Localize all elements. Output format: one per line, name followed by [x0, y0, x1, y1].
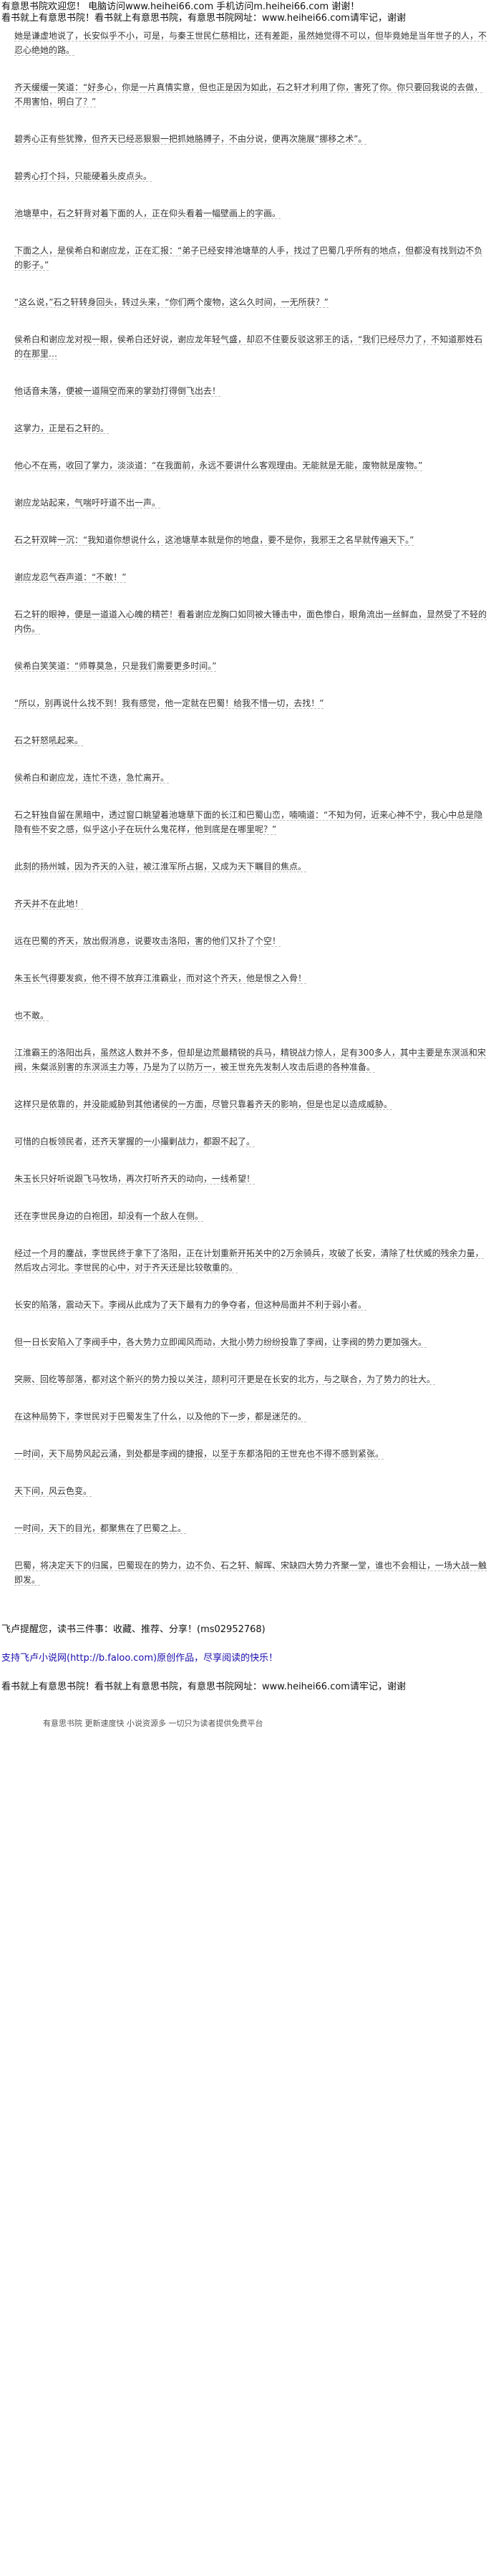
- paragraph-text: 碧秀心正有些犹豫，但齐天已经恶狠狠一把抓她胳膊子，不由分说，便再次施展“挪移之术…: [14, 134, 367, 145]
- paragraph-text: 巴蜀，将决定天下的归属，巴蜀现在的势力，边不负、石之轩、解晖、宋缺四大势力齐聚一…: [14, 1560, 487, 1586]
- paragraph: 他心不在焉，收回了掌力，淡淡道：“在我面前，永远不要讲什么客观理由。无能就是无能…: [14, 458, 487, 473]
- paragraph: 一时间，天下局势风起云涌，到处都是李阀的捷报，以至于东都洛阳的王世充也不得不感到…: [14, 1447, 487, 1461]
- header-banner: 看书就上有意思书院！看书就上有意思书院，有意思书院网址：www.heihei66…: [1, 13, 406, 24]
- paragraph-text: 石之轩独自留在黑暗中，透过窗口眺望着池塘草下面的长江和巴蜀山峦，喃喃道：“不知为…: [14, 810, 483, 835]
- paragraph-text: 远在巴蜀的齐天，放出假消息，说要攻击洛阳，害的他们又扑了个空！: [14, 936, 281, 947]
- paragraph: 突厥、回纥等部落，都对这个新兴的势力投以关注，颉利可汗更是在长安的北方，与之联合…: [14, 1372, 487, 1386]
- paragraph: 一时间，天下的目光，都聚焦在了巴蜀之上。: [14, 1521, 487, 1535]
- paragraph: 侯希白和谢应龙对视一眼，侯希白还好说，谢应龙年轻气盛，却忍不住要反驳这邪王的话，…: [14, 332, 487, 361]
- paragraph-text: 朱玉长只好听说跟飞马牧场，再次打听齐天的动向，一线希望！: [14, 1174, 256, 1185]
- paragraph-text: 谢应龙站起来，气喘吁吁道不出一声。: [14, 498, 161, 508]
- paragraph-text: 池塘草中，石之轩背对着下面的人，正在仰头看着一幅壁画上的字画。: [14, 208, 281, 219]
- paragraph-text: 江淮霸王的洛阳出兵，虽然这人数并不多，但却是边荒最精锐的兵马，精锐战力惊人，足有…: [14, 1048, 486, 1073]
- paragraph: 下面之人，是侯希白和谢应龙，正在汇报：“弟子已经安排池塘草的人手，找过了巴蜀几乎…: [14, 243, 487, 272]
- paragraph-text: 他心不在焉，收回了掌力，淡淡道：“在我面前，永远不要讲什么客观理由。无能就是无能…: [14, 460, 423, 471]
- paragraph-text: 可惜的白板领民者，还齐天掌握的一小撮剿战力，都跟不起了。: [14, 1137, 256, 1147]
- paragraph: 此刻的扬州城，因为齐天的入驻，被江淮军所占据，又成为天下瞩目的焦点。: [14, 859, 487, 874]
- paragraph-text: 侯希白和谢应龙，连忙不迭，急忙离开。: [14, 773, 170, 783]
- paragraph-text: 朱玉长气得要发疯，他不得不放弃江淮霸业，而对这个齐天，他是恨之入骨！: [14, 973, 307, 984]
- paragraph: 石之轩双眸一沉：“我知道你想说什么，这池塘草本就是你的地盘，要不是你，我邪王之名…: [14, 533, 487, 547]
- signoff-line: 飞卢提醒您，读书三件事：收藏、推荐、分享！(ms02952768): [1, 1624, 266, 1635]
- paragraph: 长安的陷落，震动天下。李阀从此成为了天下最有力的争夺者，但这种局面并不利于弱小者…: [14, 1298, 487, 1312]
- paragraph-text: “这么说，”石之轩转身回头，转过头来，“你们两个废物，这么久时间，一无所获？”: [14, 297, 329, 308]
- paragraph: “所以，别再说什么找不到！我有感觉，他一定就在巴蜀！给我不惜一切，去找！”: [14, 696, 487, 710]
- paragraph: 朱玉长气得要发疯，他不得不放弃江淮霸业，而对这个齐天，他是恨之入骨！: [14, 971, 487, 985]
- paragraph-text: 但一日长安陷入了李阀手中，各大势力立即闻风而动，大批小势力纷纷投靠了李阀，让李阀…: [14, 1337, 427, 1348]
- paragraph: 他话音未落，便被一道隔空而来的掌劲打得倒飞出去！: [14, 384, 487, 398]
- paragraph-text: “所以，别再说什么找不到！我有感觉，他一定就在巴蜀！给我不惜一切，去找！”: [14, 698, 324, 709]
- paragraph: 远在巴蜀的齐天，放出假消息，说要攻击洛阳，害的他们又扑了个空！: [14, 934, 487, 948]
- paragraph-text: 石之轩的眼神，便是一道道入心魄的精芒！看着谢应龙胸口如同被大锤击中，面色惨白，眼…: [14, 609, 487, 635]
- paragraph-text: 侯希白笑笑道：“师尊莫急，只是我们需要更多时间。”: [14, 661, 217, 672]
- footer-note: 有意思书院 更新速度快 小说资源多 一切只为读者提供免费平台: [43, 1719, 263, 1728]
- paragraph: 侯希白和谢应龙，连忙不迭，急忙离开。: [14, 771, 487, 785]
- paragraph-text: 齐天缓缓一笑道：“好多心，你是一片真情实意，但也正是因为如此，石之轩才利用了你，…: [14, 82, 483, 107]
- paragraph-text: 在这种局势下，李世民对于巴蜀发生了什么，以及他的下一步，都是迷茫的。: [14, 1412, 307, 1422]
- paragraph-text: 谢应龙忍气吞声道：“不敢！”: [14, 572, 127, 583]
- paragraph: 江淮霸王的洛阳出兵，虽然这人数并不多，但却是边荒最精锐的兵马，精锐战力惊人，足有…: [14, 1046, 487, 1074]
- paragraph: 天下间，风云色变。: [14, 1484, 487, 1498]
- paragraph: 朱玉长只好听说跟飞马牧场，再次打听齐天的动向，一线希望！: [14, 1172, 487, 1186]
- paragraph: 谢应龙忍气吞声道：“不敢！”: [14, 570, 487, 584]
- paragraph-text: 长安的陷落，震动天下。李阀从此成为了天下最有力的争夺者，但这种局面并不利于弱小者…: [14, 1300, 367, 1311]
- paragraph: 石之轩怒吼起来。: [14, 733, 487, 748]
- paragraph: 碧秀心正有些犹豫，但齐天已经恶狠狠一把抓她胳膊子，不由分说，便再次施展“挪移之术…: [14, 132, 487, 146]
- paragraph: 石之轩的眼神，便是一道道入心魄的精芒！看着谢应龙胸口如同被大锤击中，面色惨白，眼…: [14, 607, 487, 636]
- paragraph: 在这种局势下，李世民对于巴蜀发生了什么，以及他的下一步，都是迷茫的。: [14, 1409, 487, 1424]
- paragraph-text: 突厥、回纥等部落，都对这个新兴的势力投以关注，颉利可汗更是在长安的北方，与之联合…: [14, 1374, 436, 1385]
- paragraph-text: 此刻的扬州城，因为齐天的入驻，被江淮军所占据，又成为天下瞩目的焦点。: [14, 862, 307, 872]
- paragraph: 还在李世民身边的白袍团，却没有一个敌人在侧。: [14, 1209, 487, 1223]
- paragraph: 可惜的白板领民者，还齐天掌握的一小撮剿战力，都跟不起了。: [14, 1134, 487, 1149]
- paragraph: 她是谦虚地说了，长安似乎不小，可是，与秦王世民仁慈相比，还有差距，虽然她觉得不可…: [14, 29, 487, 57]
- paragraph: 池塘草中，石之轩背对着下面的人，正在仰头看着一幅壁画上的字画。: [14, 206, 487, 221]
- paragraph-text: 碧秀心打个抖，只能硬着头皮点头。: [14, 171, 152, 182]
- paragraph-text: 还在李世民身边的白袍团，却没有一个敌人在侧。: [14, 1211, 204, 1222]
- paragraph: 谢应龙站起来，气喘吁吁道不出一声。: [14, 496, 487, 510]
- paragraph-text: 侯希白和谢应龙对视一眼，侯希白还好说，谢应龙年轻气盛，却忍不住要反驳这邪王的话，…: [14, 334, 483, 360]
- header-notice: 有意思书院欢迎您！ 电脑访问www.heihei66.com 手机访问m.hei…: [1, 1, 360, 12]
- paragraph-text: 一时间，天下局势风起云涌，到处都是李阀的捷报，以至于东都洛阳的王世充也不得不感到…: [14, 1449, 384, 1460]
- support-link[interactable]: 支持飞卢小说网(http://b.faloo.com)原创作品，尽享阅读的快乐！: [1, 1653, 495, 1664]
- paragraph: 齐天并不在此地！: [14, 897, 487, 911]
- paragraph: 这样只是依靠的，并没能威胁到其他诸侯的一方面，尽管只靠着齐天的影响，但是也足以造…: [14, 1097, 487, 1111]
- paragraph: 石之轩独自留在黑暗中，透过窗口眺望着池塘草下面的长江和巴蜀山峦，喃喃道：“不知为…: [14, 808, 487, 836]
- support-link-text[interactable]: 支持飞卢小说网(http://b.faloo.com)原创作品，尽享阅读的快乐！: [1, 1653, 278, 1664]
- paragraph: 但一日长安陷入了李阀手中，各大势力立即闻风而动，大批小势力纷纷投靠了李阀，让李阀…: [14, 1335, 487, 1349]
- paragraph: 齐天缓缓一笑道：“好多心，你是一片真情实意，但也正是因为如此，石之轩才利用了你，…: [14, 80, 487, 109]
- paragraph: 也不敢。: [14, 1008, 487, 1023]
- paragraph-text: 这掌力，正是石之轩的。: [14, 423, 110, 434]
- paragraph: 碧秀心打个抖，只能硬着头皮点头。: [14, 169, 487, 183]
- paragraph-text: 石之轩怒吼起来。: [14, 735, 84, 746]
- footer-banner: 看书就上有意思书院！看书就上有意思书院，有意思书院网址：www.heihei66…: [1, 1682, 406, 1692]
- paragraph-text: 经过一个月的鏖战，李世民终于拿下了洛阳，正在计划重新开拓关中的2万余骑兵，攻破了…: [14, 1248, 484, 1273]
- paragraph: 经过一个月的鏖战，李世民终于拿下了洛阳，正在计划重新开拓关中的2万余骑兵，攻破了…: [14, 1246, 487, 1275]
- paragraph-text: 他话音未落，便被一道隔空而来的掌劲打得倒飞出去！: [14, 386, 221, 397]
- paragraph-text: 石之轩双眸一沉：“我知道你想说什么，这池塘草本就是你的地盘，要不是你，我邪王之名…: [14, 535, 414, 546]
- paragraph-text: 也不敢。: [14, 1010, 49, 1021]
- paragraph-text: 一时间，天下的目光，都聚焦在了巴蜀之上。: [14, 1523, 187, 1534]
- paragraph: 这掌力，正是石之轩的。: [14, 421, 487, 435]
- paragraph-text: 齐天并不在此地！: [14, 899, 84, 910]
- paragraph-text: 她是谦虚地说了，长安似乎不小，可是，与秦王世民仁慈相比，还有差距，虽然她觉得不可…: [14, 31, 487, 56]
- paragraph: “这么说，”石之轩转身回头，转过头来，“你们两个废物，这么久时间，一无所获？”: [14, 295, 487, 309]
- paragraph: 巴蜀，将决定天下的归属，巴蜀现在的势力，边不负、石之轩、解晖、宋缺四大势力齐聚一…: [14, 1558, 487, 1587]
- paragraph: 侯希白笑笑道：“师尊莫急，只是我们需要更多时间。”: [14, 659, 487, 673]
- paragraph-text: 天下间，风云色变。: [14, 1486, 92, 1497]
- paragraph-text: 这样只是依靠的，并没能威胁到其他诸侯的一方面，尽管只靠着齐天的影响，但是也足以造…: [14, 1099, 393, 1110]
- paragraph-text: 下面之人，是侯希白和谢应龙，正在汇报：“弟子已经安排池塘草的人手，找过了巴蜀几乎…: [14, 246, 483, 271]
